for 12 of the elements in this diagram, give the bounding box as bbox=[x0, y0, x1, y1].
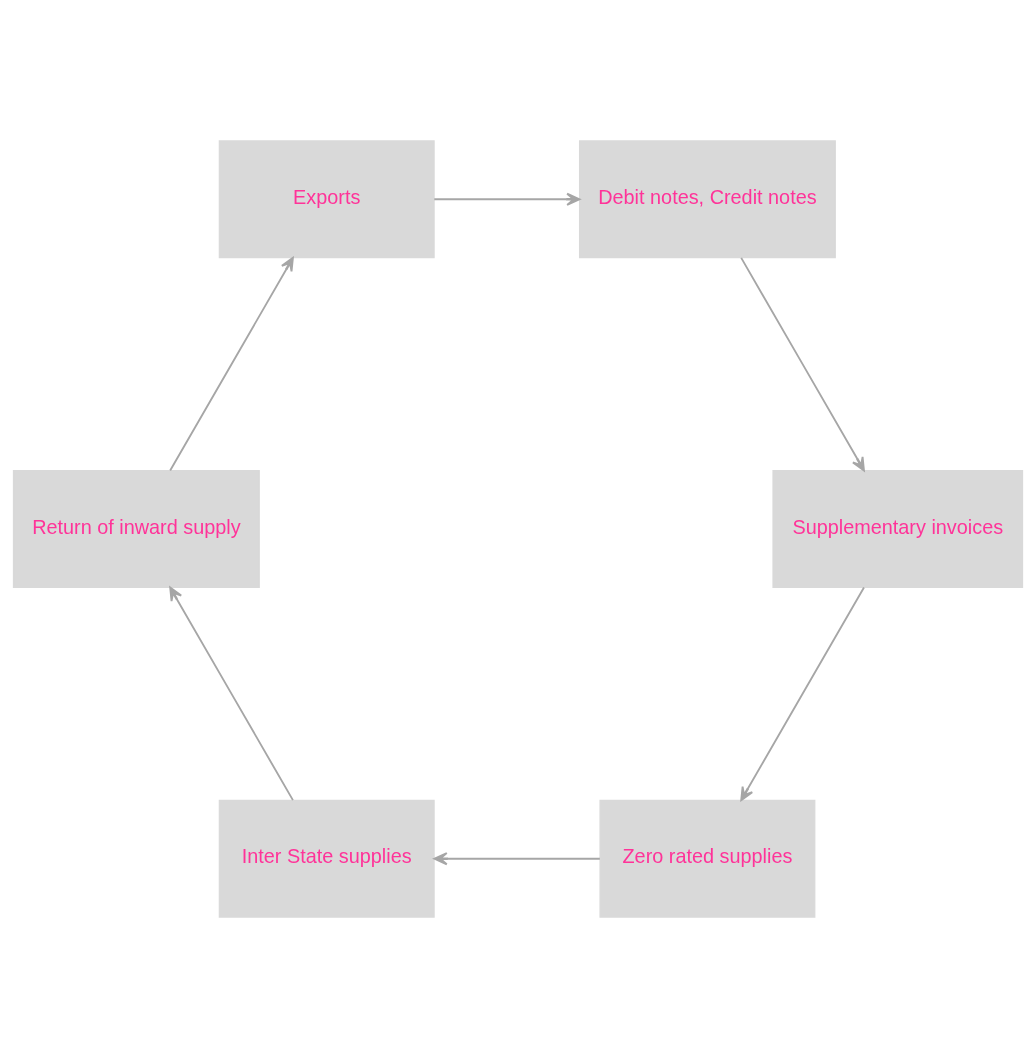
node-box: Zero rated supplies bbox=[599, 799, 816, 918]
arrow bbox=[169, 586, 294, 801]
arrow bbox=[740, 256, 865, 471]
arrow bbox=[433, 192, 581, 206]
node-box: Debit notes, Credit notes bbox=[578, 139, 836, 258]
arrow bbox=[433, 851, 601, 865]
node-box: Supplementary invoices bbox=[772, 469, 1024, 588]
arrow bbox=[740, 586, 865, 801]
node-box: Exports bbox=[218, 139, 435, 258]
arrow bbox=[169, 256, 294, 471]
node-box: Inter State supplies bbox=[218, 799, 435, 918]
node-box: Return of inward supply bbox=[12, 469, 260, 588]
